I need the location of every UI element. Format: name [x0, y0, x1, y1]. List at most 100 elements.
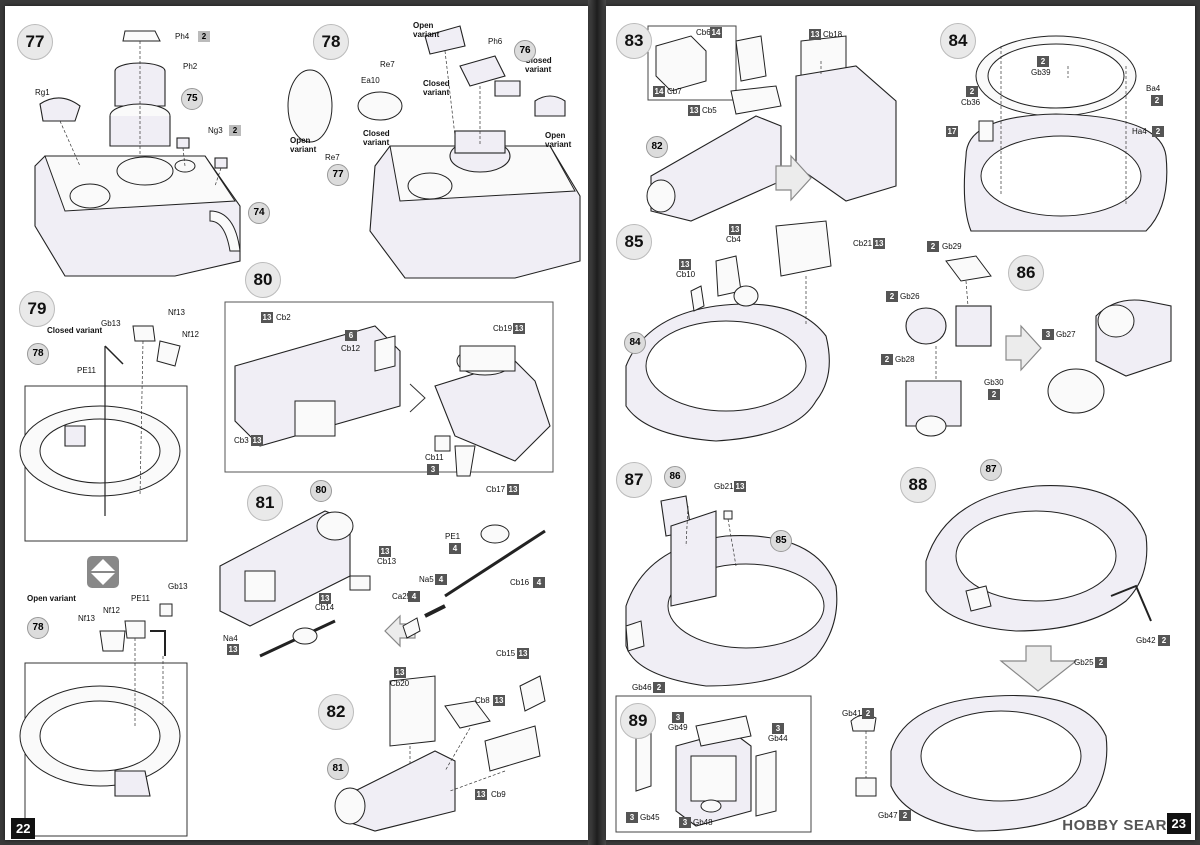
part-gb48-label: Gb48: [693, 818, 713, 827]
step-89-badge: 89: [620, 703, 656, 739]
ca25-sprue: 4: [533, 577, 545, 588]
gb25-sprue: 2: [1095, 657, 1107, 668]
right-page: 83 Cb6 14 14 Cb7 13 Cb18 13 Cb5 82 84 2 …: [606, 6, 1195, 840]
part-gb26-label: Gb26: [900, 292, 920, 301]
part-ph6-label: Ph6: [488, 37, 503, 46]
open-variant-label-d: Open variant: [27, 594, 76, 603]
part-cb2-label: Cb2: [276, 313, 291, 322]
right-page-number: 23: [1166, 813, 1191, 834]
part-pe11-label: PE11: [77, 366, 96, 375]
callout-78-b: 78: [27, 617, 49, 639]
callout-82: 82: [646, 136, 668, 158]
ha4-sprue: 2: [1152, 126, 1164, 137]
step-80-badge: 80: [245, 262, 281, 298]
part-cb9-label: Cb9: [491, 790, 506, 799]
cb18-sprue: 13: [809, 29, 821, 40]
na4-sprue: 4: [449, 543, 461, 554]
x17-sprue: 17: [946, 126, 958, 137]
gb28-sprue: 2: [881, 354, 893, 365]
callout-81: 81: [327, 758, 349, 780]
part-ph4-label: Ph4: [175, 32, 190, 41]
cb14-sprue: 13: [227, 644, 239, 655]
right-page-drawings: [615, 25, 1172, 833]
part-rg1-label: Rg1: [35, 88, 50, 97]
part-gb39-label: Gb39: [1031, 68, 1051, 77]
closed-variant-label-b: Closed variant: [363, 129, 390, 147]
gb46-sprue: 2: [653, 682, 665, 693]
cb36-sprue: 2: [966, 86, 978, 97]
open-variant-label-b: Open variant: [290, 136, 317, 154]
part-cb16-label: Cb13: [377, 557, 397, 566]
part-pe1-label: Na5: [419, 575, 434, 584]
gb41-sprue: 2: [862, 708, 874, 719]
part-cb7-label: Cb7: [667, 87, 682, 96]
open-variant-label-c: Open variant: [545, 131, 572, 149]
part-gb21-label: Gb21: [714, 482, 734, 491]
gb42-sprue: 2: [1158, 635, 1170, 646]
part-cb14-label: Na4: [223, 634, 238, 643]
step-77-badge: 77: [17, 24, 53, 60]
closed-variant-label-a: Closed variant: [423, 79, 450, 97]
callout-77: 77: [327, 164, 349, 186]
gb47-sprue: 2: [899, 810, 911, 821]
callout-78-a: 78: [27, 343, 49, 365]
part-gb27-label: Gb27: [1056, 330, 1076, 339]
gb30-sprue: 2: [988, 389, 1000, 400]
part-nf13-label: Nf13: [168, 308, 185, 317]
cb16-sprue: 13: [379, 546, 391, 557]
cb5-sprue: 13: [688, 105, 700, 116]
callout-87: 87: [980, 459, 1002, 481]
gb45-sprue: 3: [626, 812, 638, 823]
cb11-sprue: 3: [427, 464, 439, 475]
pe1-sprue: 4: [435, 574, 447, 585]
step-81-badge: 81: [247, 485, 283, 521]
part-cb18-label: Cb18: [823, 30, 843, 39]
cb8-sprue: 13: [493, 695, 505, 706]
part-re7-label-a: Re7: [380, 60, 395, 69]
part-cb20-label: Cb20: [390, 679, 410, 688]
part-ph2-label: Ph2: [183, 62, 198, 71]
part-gb44-label: Gb44: [768, 734, 788, 743]
part-gb45-label: Gb45: [640, 813, 660, 822]
part-nf12-label: Nf12: [182, 330, 199, 339]
na5-sprue: 4: [408, 591, 420, 602]
gb39-sprue: 2: [1037, 56, 1049, 67]
cb15-sprue: 13: [517, 648, 529, 659]
step-84-badge: 84: [940, 23, 976, 59]
cb9-sprue: 13: [475, 789, 487, 800]
part-gb13-label: Gb13: [101, 319, 121, 328]
cb21-sprue: 13: [873, 238, 885, 249]
part-cb6-label: Cb6: [696, 28, 711, 37]
callout-85: 85: [770, 530, 792, 552]
closed-variant-label-d: Closed variant: [47, 326, 103, 335]
step-82-badge: 82: [318, 694, 354, 730]
part-ha4-label: Ha4: [1132, 127, 1147, 136]
part-gb28-label: Gb28: [895, 355, 915, 364]
ph4-qty: 2: [198, 31, 210, 42]
callout-86: 86: [664, 466, 686, 488]
part-ba4-label: Ba4: [1146, 84, 1161, 93]
callout-74: 74: [248, 202, 270, 224]
step-88-badge: 88: [900, 467, 936, 503]
cb7-sprue: 14: [653, 86, 665, 97]
part-cb36-label: Cb36: [961, 98, 981, 107]
part-gb42-label: Gb42: [1136, 636, 1156, 645]
cb6-sprue: 14: [710, 27, 722, 38]
part-gb49-label: Gb49: [668, 723, 688, 732]
gb44-sprue: 3: [772, 723, 784, 734]
part-cb13-label: Cb14: [315, 603, 335, 612]
part-cb4-label: Cb4: [726, 235, 741, 244]
book-gutter: [588, 0, 606, 845]
gb27-sprue: 3: [1042, 329, 1054, 340]
cb10-sprue: 13: [679, 259, 691, 270]
left-page-drawings: [19, 25, 581, 837]
gb49-sprue: 3: [672, 712, 684, 723]
step-85-badge: 85: [616, 224, 652, 260]
gb26-sprue: 2: [886, 291, 898, 302]
part-cb11-label: Cb11: [425, 453, 444, 462]
callout-76: 76: [514, 40, 536, 62]
part-cb10-label: Cb10: [676, 270, 696, 279]
cb4-sprue: 13: [729, 224, 741, 235]
closed-variant-label-c: Closed variant: [525, 56, 552, 74]
part-ca25-label: Cb16: [510, 578, 530, 587]
